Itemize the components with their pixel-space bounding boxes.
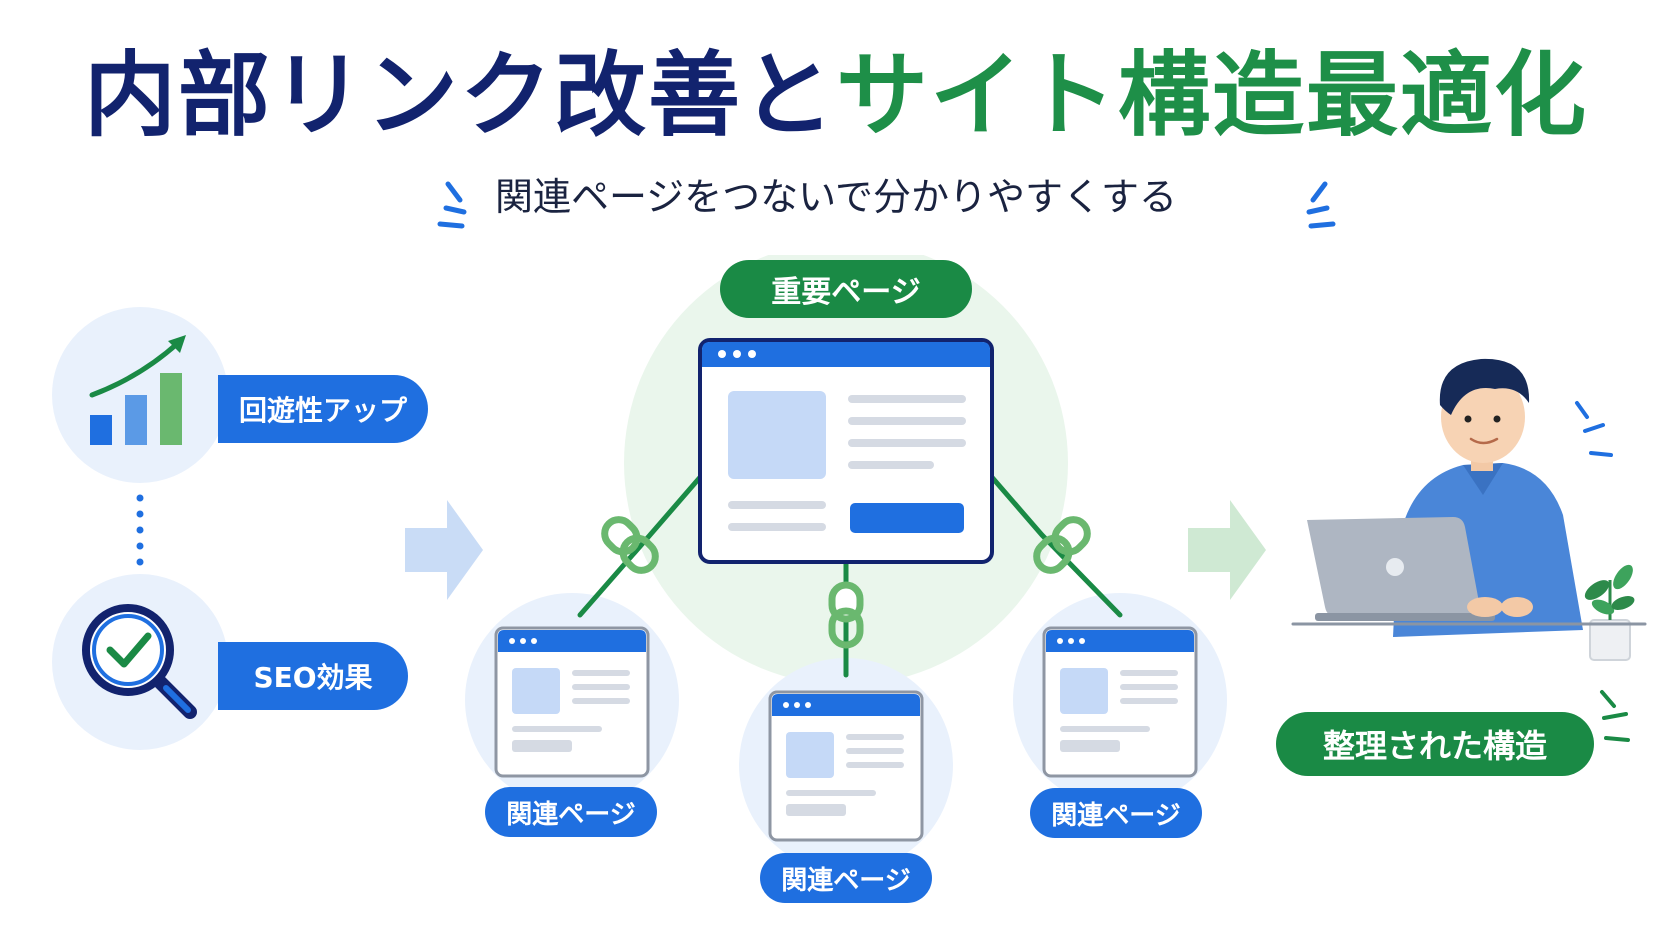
related-page-label-center: 関連ページ [760, 853, 932, 903]
dotted-connector [136, 494, 144, 566]
related-page-label-left: 関連ページ [485, 787, 657, 837]
sparkle-left-icon [437, 181, 467, 229]
chain-link-icon-center [828, 581, 864, 649]
main-page-label: 重要ページ [720, 260, 972, 318]
magnifier-check-icon [52, 574, 228, 750]
related-page-label-text: 関連ページ [1051, 800, 1181, 831]
benefit-pill-engagement: 回遊性アップ [218, 375, 428, 443]
benefits-column: 回遊性アップ SEO効果 [0, 290, 440, 760]
related-page-label-text: 関連ページ [781, 865, 911, 896]
sparkle-icon [1575, 401, 1613, 457]
page-title: 内部リンク改善とサイト構造最適化 [0, 50, 1672, 142]
sparkle-green-icon [1600, 690, 1630, 742]
main-page-label-text: 重要ページ [771, 275, 921, 310]
related-page-window-left [494, 626, 650, 778]
related-page-label-text: 関連ページ [506, 799, 636, 830]
title-part-green: サイト構造最適化 [836, 42, 1589, 149]
chain-link-icon-left [601, 516, 659, 574]
arrow-right-green-icon [1188, 500, 1266, 600]
related-page-label-right: 関連ページ [1030, 788, 1202, 838]
benefit-pill-seo: SEO効果 [218, 642, 408, 710]
main-page-window [698, 338, 994, 564]
plant-icon [1584, 564, 1635, 661]
result-label: 整理された構造 [1276, 712, 1594, 776]
benefit-label: 回遊性アップ [238, 394, 407, 427]
title-part-navy: 内部リンク改善と [83, 42, 836, 149]
person-with-laptop-illustration [1291, 358, 1647, 661]
subtitle: 関連ページをつないで分かりやすくする [494, 175, 1178, 219]
chain-link-icon-right [1033, 516, 1091, 574]
related-page-window-center [768, 690, 924, 842]
sparkle-right-icon [1306, 181, 1336, 229]
bar-chart-growth-icon [52, 307, 228, 483]
arrow-right-blue-icon [405, 500, 483, 600]
result-label-text: 整理された構造 [1322, 727, 1547, 765]
link-structure-diagram [465, 255, 1227, 872]
related-page-window-right [1042, 626, 1198, 778]
benefit-label: SEO効果 [253, 661, 373, 694]
